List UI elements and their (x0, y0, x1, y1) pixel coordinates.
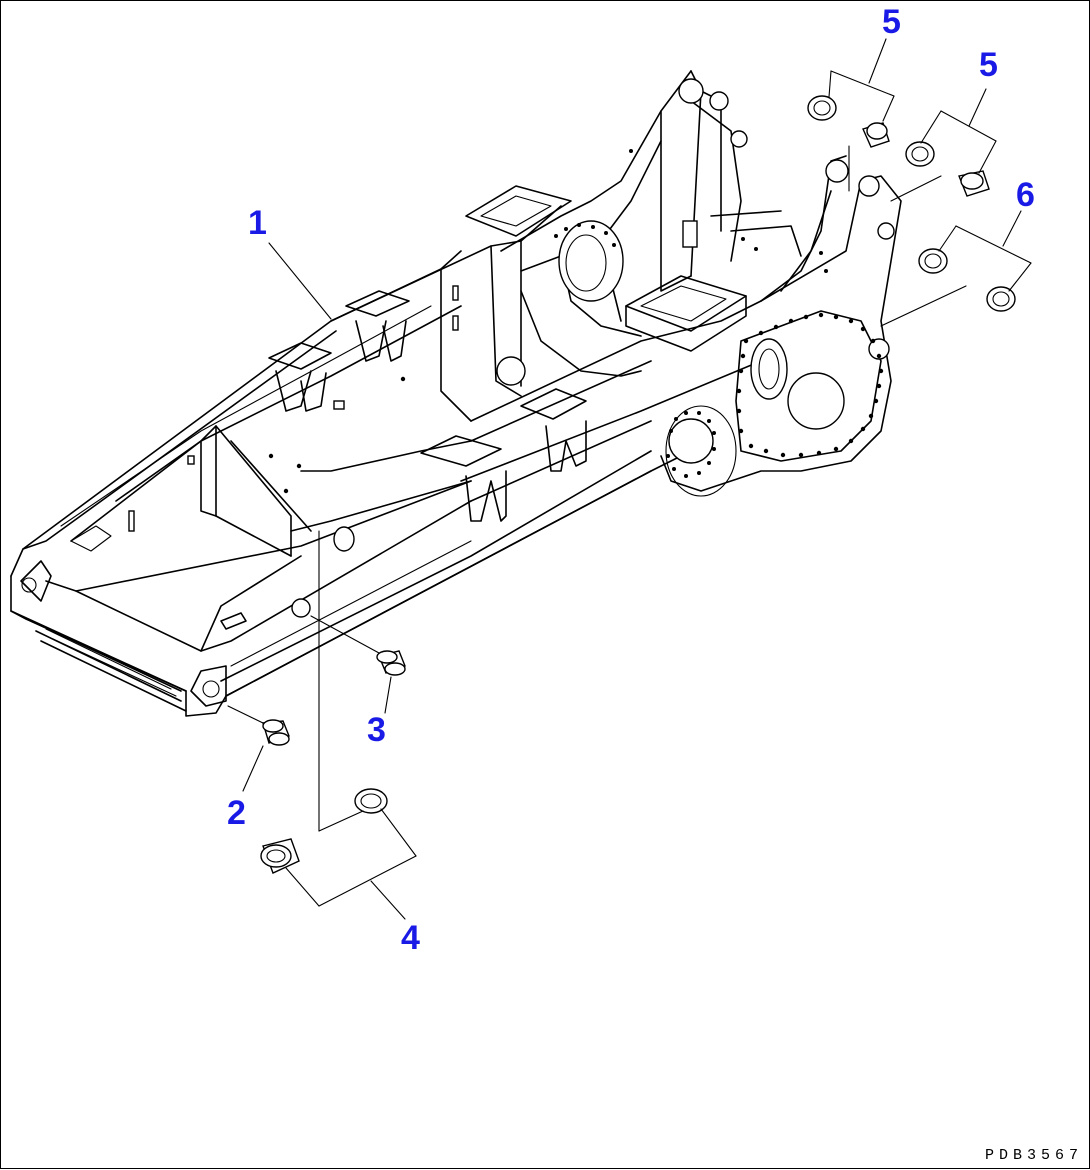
document-number: PDB3567 (984, 1147, 1083, 1164)
callout-part-5a: 5 (882, 3, 901, 41)
bushing-part-5b (905, 141, 990, 197)
callout-part-1: 1 (248, 204, 267, 242)
bushing-part-4b (260, 838, 300, 874)
callout-part-3: 3 (367, 711, 386, 749)
bushing-part-5a (807, 95, 890, 148)
bushing-part-6 (918, 248, 1016, 312)
bushing-part-2 (262, 719, 290, 746)
bushing-part-4a (354, 788, 388, 814)
callout-part-2: 2 (227, 794, 246, 832)
callout-part-5b: 5 (979, 46, 998, 84)
bushing-part-3 (376, 650, 406, 676)
callout-part-4: 4 (401, 919, 420, 957)
main-frame (10, 70, 902, 832)
callout-part-6: 6 (1016, 176, 1035, 214)
leader-lines (227, 38, 1032, 920)
